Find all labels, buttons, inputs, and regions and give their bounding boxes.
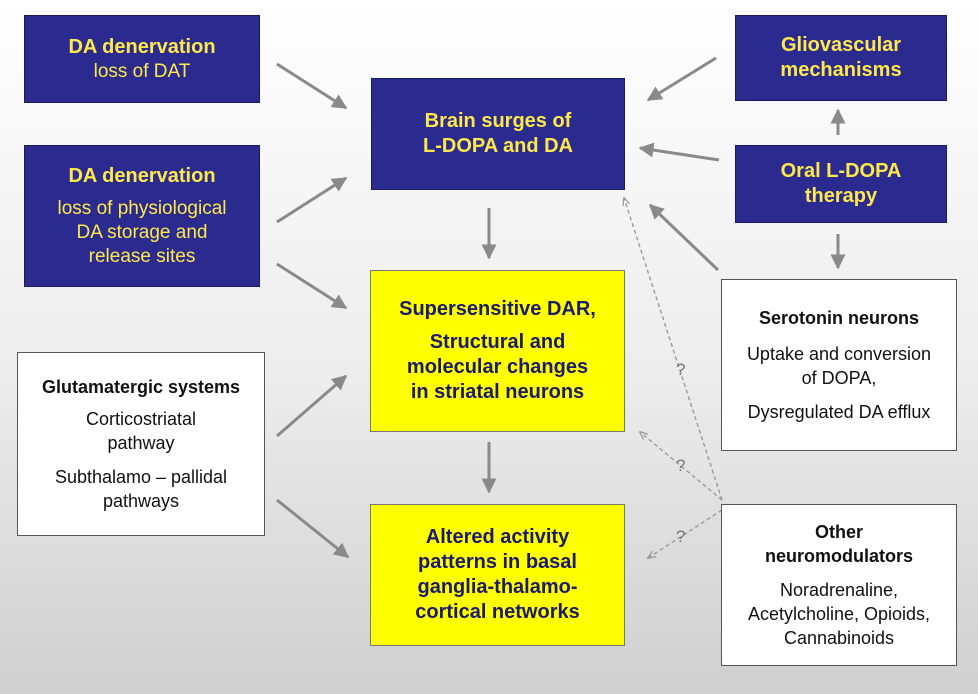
node-text: Brain surges of bbox=[424, 110, 572, 132]
node-text: Supersensitive DAR, bbox=[399, 298, 596, 320]
node-text: of DOPA, bbox=[801, 368, 877, 388]
node-text: release sites bbox=[88, 245, 196, 267]
node-text: Structural and bbox=[429, 331, 566, 353]
dashed-arrow-other-to-surges bbox=[624, 198, 723, 501]
arrow-dat-to-surges bbox=[276, 62, 348, 110]
node-text: mechanisms bbox=[780, 59, 902, 81]
node-text: Oral L-DOPA bbox=[780, 160, 902, 182]
node-text: Uptake and conversion bbox=[746, 344, 932, 364]
node-text: Corticostriatal bbox=[85, 409, 197, 429]
arrow-storage-to-supersensitive bbox=[276, 262, 348, 310]
node-supersensitive-dar: Supersensitive DAR, Structural and molec… bbox=[370, 270, 625, 432]
node-glutamatergic-systems: Glutamatergic systems Corticostriatal pa… bbox=[17, 352, 265, 536]
arrow-glutamatergic-to-altered bbox=[276, 498, 350, 559]
node-text: in striatal neurons bbox=[410, 381, 585, 403]
node-brain-surges: Brain surges of L-DOPA and DA bbox=[371, 78, 625, 190]
node-title: Glutamatergic systems bbox=[41, 377, 241, 397]
node-oral-ldopa-therapy: Oral L-DOPA therapy bbox=[735, 145, 947, 223]
node-text: DA storage and bbox=[76, 221, 208, 243]
arrow-glutamatergic-to-supersensitive bbox=[276, 374, 348, 438]
node-text: Cannabinoids bbox=[783, 628, 895, 648]
node-text: ganglia-thalamo- bbox=[417, 576, 578, 598]
node-title: Serotonin neurons bbox=[758, 308, 919, 328]
node-text: patterns in basal bbox=[418, 551, 577, 573]
node-title: Other bbox=[814, 522, 863, 542]
node-altered-activity: Altered activity patterns in basal gangl… bbox=[370, 504, 625, 646]
node-text: molecular changes bbox=[406, 356, 589, 378]
arrow-glio-to-surges bbox=[646, 56, 717, 102]
node-text: Dysregulated DA efflux bbox=[747, 402, 931, 422]
node-text: L-DOPA and DA bbox=[423, 135, 573, 157]
question-mark-altered: ? bbox=[676, 527, 686, 546]
node-text: Gliovascular bbox=[780, 34, 902, 56]
node-text: loss of physiological bbox=[57, 197, 227, 219]
node-da-denervation-storage: DA denervation loss of physiological DA … bbox=[24, 145, 260, 287]
dashed-arrow-other-to-supersensitive bbox=[640, 432, 723, 501]
node-other-neuromodulators: Other neuromodulators Noradrenaline, Ace… bbox=[721, 504, 957, 666]
question-mark-supersensitive: ? bbox=[676, 456, 686, 475]
question-mark-surges: ? bbox=[676, 360, 686, 379]
node-gliovascular-mechanisms: Gliovascular mechanisms bbox=[735, 15, 947, 101]
arrow-storage-to-surges bbox=[276, 176, 348, 224]
node-text: Noradrenaline, bbox=[779, 580, 899, 600]
node-serotonin-neurons: Serotonin neurons Uptake and conversion … bbox=[721, 279, 957, 451]
node-text: Acetylcholine, Opioids, bbox=[747, 604, 931, 624]
node-title: DA denervation bbox=[68, 35, 216, 58]
node-da-denervation-dat: DA denervation loss of DAT bbox=[24, 15, 260, 103]
node-text: pathway bbox=[107, 433, 175, 453]
node-text: Altered activity bbox=[425, 526, 570, 548]
arrow-oral-to-surges bbox=[638, 142, 720, 162]
node-text: loss of DAT bbox=[93, 60, 191, 82]
node-text: cortical networks bbox=[415, 601, 580, 623]
arrow-serotonin-to-surges bbox=[648, 203, 720, 272]
node-title: neuromodulators bbox=[764, 546, 913, 566]
node-text: pathways bbox=[102, 491, 180, 511]
node-title: DA denervation bbox=[68, 164, 216, 187]
node-text: therapy bbox=[804, 185, 878, 207]
dashed-arrow-other-to-altered bbox=[648, 509, 723, 558]
node-text: Subthalamo – pallidal bbox=[54, 467, 228, 487]
